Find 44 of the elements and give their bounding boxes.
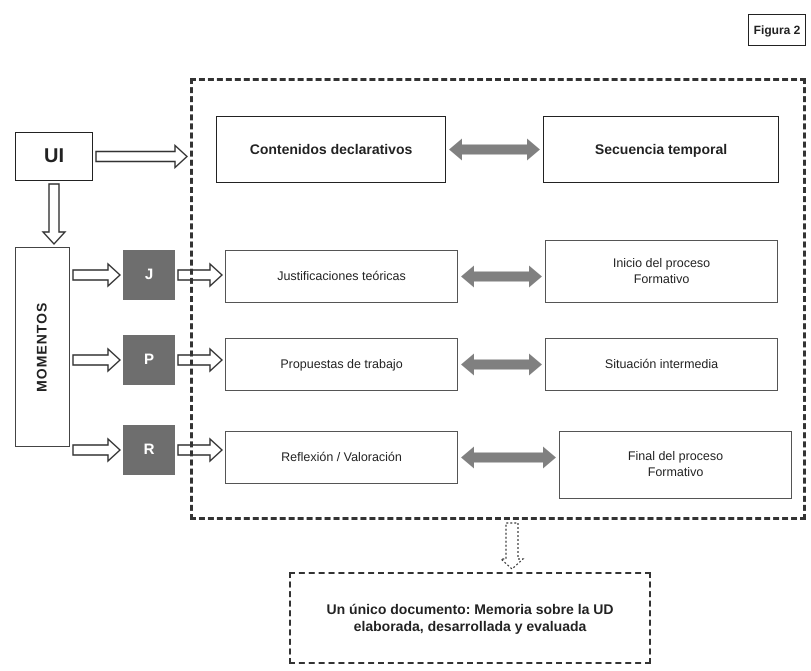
heading-text: Contenidos declarativos [248, 140, 414, 158]
hollow-arrow [499, 522, 525, 570]
process-text: Situación intermedia [604, 356, 720, 372]
hollow-arrow [95, 144, 188, 170]
moments-label: MOMENTOS [34, 302, 51, 392]
letter-label: J [144, 266, 154, 284]
letter-label: R [144, 440, 154, 460]
document-box [289, 572, 651, 664]
process-box [559, 431, 792, 499]
unit-label: UI [44, 144, 64, 169]
moments-box [15, 247, 70, 447]
double-arrow [461, 266, 542, 288]
hollow-arrow [177, 437, 224, 463]
hollow-arrow [72, 262, 122, 288]
hollow-arrow [41, 183, 67, 246]
hollow-arrow [72, 437, 122, 463]
process-text: Inicio del proceso Formativo [612, 256, 712, 288]
document-text: Un único documento: Memoria sobre la UD elaborada, desarrollada y evaluada [325, 600, 615, 636]
process-text: Propuestas de trabajo [279, 356, 404, 372]
process-text: Final del proceso Formativo [626, 449, 724, 481]
process-box [225, 338, 458, 391]
dashed-group-frame [190, 78, 806, 520]
process-text: Justificaciones teóricas [276, 268, 407, 284]
process-text: Reflexión / Valoración [280, 450, 403, 466]
hollow-arrow [177, 262, 224, 288]
process-box [545, 338, 778, 391]
unit-box [15, 132, 93, 181]
heading-box [216, 116, 446, 183]
letter-square [123, 425, 175, 475]
process-box [225, 250, 458, 303]
process-box [545, 240, 778, 303]
double-arrow [461, 354, 542, 376]
letter-label: P [144, 350, 154, 370]
hollow-arrow [177, 347, 224, 373]
heading-text: Secuencia temporal [594, 140, 728, 158]
figure-label: Figura 2 [754, 22, 800, 38]
letter-square [123, 335, 175, 385]
hollow-arrow [72, 347, 122, 373]
heading-box [543, 116, 779, 183]
double-arrow [461, 446, 556, 468]
process-box [225, 431, 458, 484]
letter-square [123, 250, 175, 300]
figure-label-box [748, 14, 806, 46]
double-arrow [449, 138, 540, 160]
